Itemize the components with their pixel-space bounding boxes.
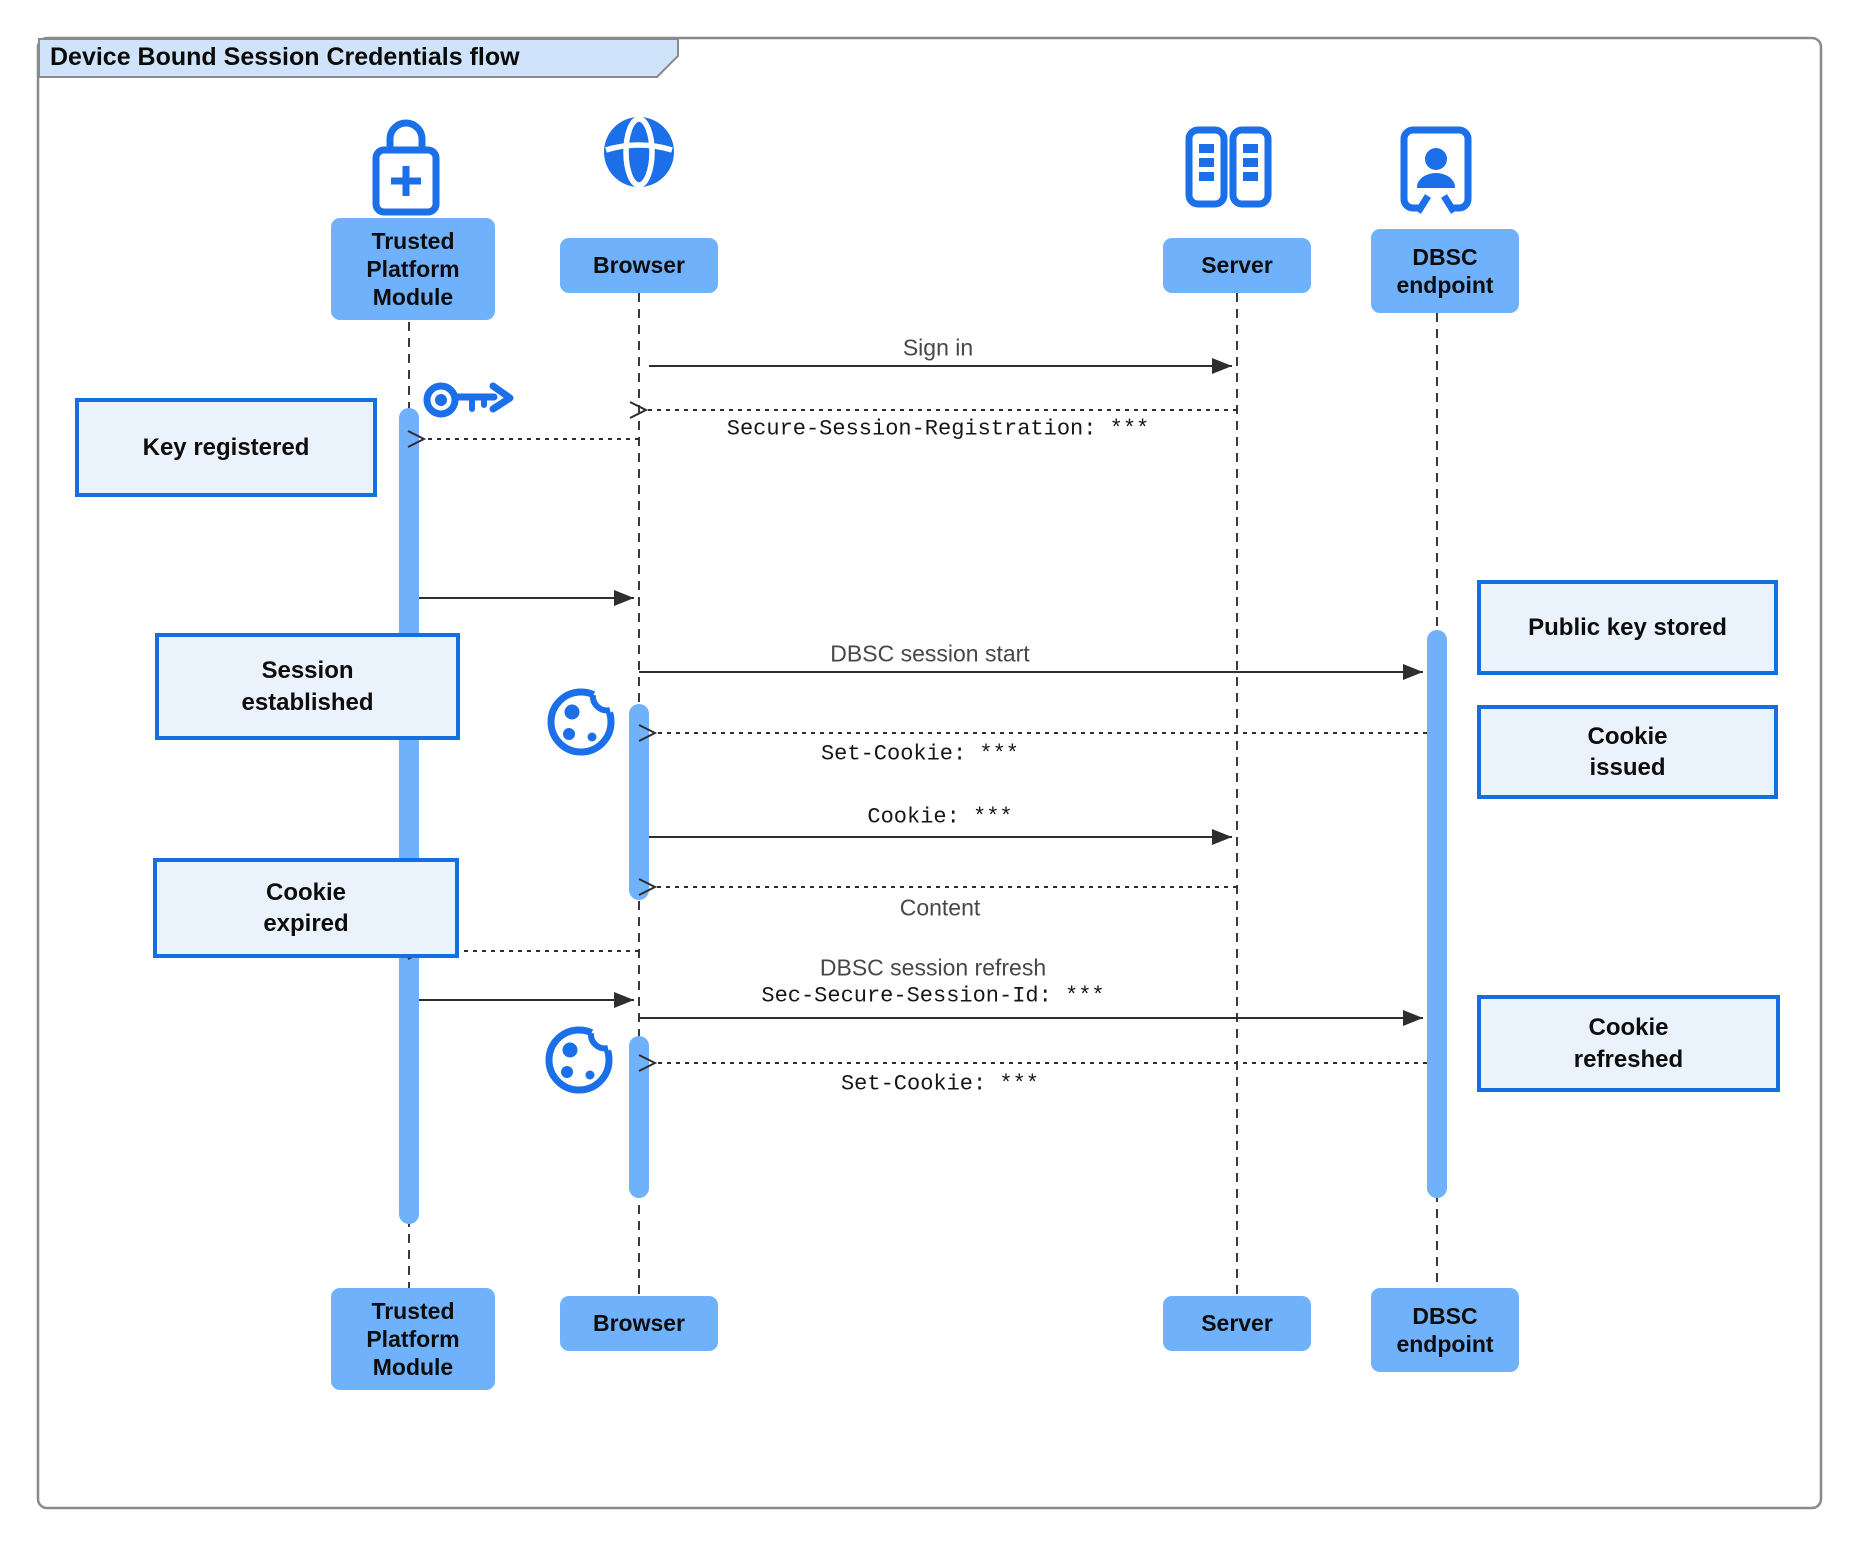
lock-plus-icon bbox=[372, 119, 440, 216]
label-sec-secure-session-id: Sec-Secure-Session-Id: *** bbox=[761, 983, 1105, 1009]
activation-dbsc bbox=[1427, 630, 1447, 1198]
note-public-key-stored: Public key stored bbox=[1477, 580, 1778, 675]
label-sign-in: Sign in bbox=[902, 334, 974, 361]
participant-server-top: Server bbox=[1163, 238, 1311, 293]
cookie-icon bbox=[545, 1023, 619, 1094]
activation-tpm bbox=[399, 408, 419, 1224]
diagram-frame bbox=[36, 36, 1823, 1510]
note-session-established: Session established bbox=[155, 633, 460, 740]
title-tab bbox=[38, 38, 679, 78]
participant-dbsc-top: DBSC endpoint bbox=[1371, 229, 1519, 313]
participant-browser-top: Browser bbox=[560, 238, 718, 293]
note-cookie-issued: Cookie issued bbox=[1477, 705, 1778, 799]
participant-tpm-top: Trusted Platform Module bbox=[331, 218, 495, 320]
person-frame-icon bbox=[1400, 126, 1472, 214]
globe-icon bbox=[604, 116, 674, 188]
participant-dbsc-bottom: DBSC endpoint bbox=[1371, 1288, 1519, 1372]
note-key-registered: Key registered bbox=[75, 398, 377, 497]
participant-browser-bottom: Browser bbox=[560, 1296, 718, 1351]
message-arrows bbox=[407, 358, 1427, 1072]
server-rack-icon bbox=[1185, 126, 1272, 208]
label-dbsc-session-start: DBSC session start bbox=[830, 640, 1030, 667]
label-dbsc-session-refresh: DBSC session refresh bbox=[819, 954, 1047, 981]
label-set-cookie-2: Set-Cookie: *** bbox=[840, 1071, 1040, 1097]
activation-browser-1 bbox=[629, 704, 649, 900]
activation-browser-2 bbox=[629, 1036, 649, 1198]
cookie-icon bbox=[547, 685, 621, 756]
note-cookie-refreshed: Cookie refreshed bbox=[1477, 995, 1780, 1092]
lifelines bbox=[408, 293, 1438, 1296]
note-cookie-expired: Cookie expired bbox=[153, 858, 459, 958]
label-cookie: Cookie: *** bbox=[867, 804, 1013, 830]
participant-tpm-bottom: Trusted Platform Module bbox=[331, 1288, 495, 1390]
label-set-cookie-1: Set-Cookie: *** bbox=[820, 741, 1020, 767]
diagram-title: Device Bound Session Credentials flow bbox=[50, 43, 520, 71]
participant-server-bottom: Server bbox=[1163, 1296, 1311, 1351]
activation-bars bbox=[399, 408, 1447, 1224]
label-content: Content bbox=[899, 894, 981, 921]
key-icon bbox=[423, 382, 514, 418]
label-secure-session-registration: Secure-Session-Registration: *** bbox=[726, 416, 1150, 442]
